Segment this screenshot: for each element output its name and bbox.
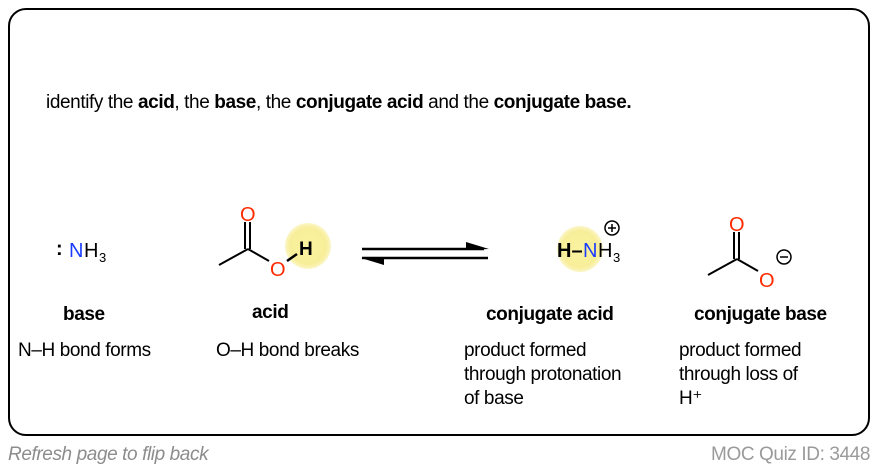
acidic-proton-highlight: [285, 223, 331, 269]
ammonia-molecule: : N H 3: [56, 238, 106, 265]
negative-charge-icon: [776, 249, 792, 265]
acetic-acid-molecule: O O H: [218, 204, 331, 281]
label-conjugate-base: conjugate base: [694, 304, 827, 325]
hydrogen-atoms: H: [84, 240, 98, 262]
desc-line: through protonation: [464, 364, 622, 385]
carbonyl-oxygen: O: [240, 204, 256, 226]
carbonyl-oxygen: O: [729, 214, 745, 236]
subscript: 3: [613, 250, 620, 265]
acidic-hydrogen: H: [299, 239, 313, 260]
desc-base: N–H bond forms: [18, 339, 151, 363]
lone-pair: :: [56, 238, 63, 260]
desc-line: N–H bond forms: [18, 340, 151, 361]
positive-charge-icon: [604, 220, 620, 236]
hydroxyl-oxygen: O: [270, 259, 286, 281]
quiz-id: MOC Quiz ID: 3448: [711, 444, 870, 465]
desc-line: of base: [464, 388, 524, 409]
nitrogen-atom: N: [583, 240, 597, 262]
ammonium-molecule: H– N H 3: [557, 220, 620, 272]
hydrogen-atoms: H: [598, 240, 612, 262]
question-text: identify the acid, the base, the conjuga…: [46, 92, 632, 113]
desc-acid: O–H bond breaks: [216, 339, 359, 363]
anionic-oxygen: O: [759, 270, 775, 292]
label-base: base: [63, 304, 105, 325]
desc-line: O–H bond breaks: [216, 340, 359, 361]
label-conjugate-acid: conjugate acid: [486, 304, 614, 325]
desc-line: product formed: [679, 340, 802, 361]
nitrogen-atom: N: [69, 240, 83, 262]
desc-conjugate-acid: product formed through protonation of ba…: [464, 339, 622, 411]
subscript: 3: [99, 250, 106, 265]
quiz-card[interactable]: [8, 8, 870, 436]
acetate-molecule: O O: [707, 214, 792, 292]
desc-line: H⁺: [679, 388, 702, 409]
label-acid: acid: [252, 302, 289, 323]
refresh-hint: Refresh page to flip back: [8, 444, 209, 465]
new-proton-highlight: [557, 226, 603, 272]
desc-line: product formed: [464, 340, 587, 361]
new-hydrogen: H–: [557, 240, 583, 262]
equilibrium-arrows: [361, 242, 489, 265]
desc-line: through loss of: [679, 364, 798, 385]
desc-conjugate-base: product formed through loss of H⁺: [679, 339, 802, 411]
